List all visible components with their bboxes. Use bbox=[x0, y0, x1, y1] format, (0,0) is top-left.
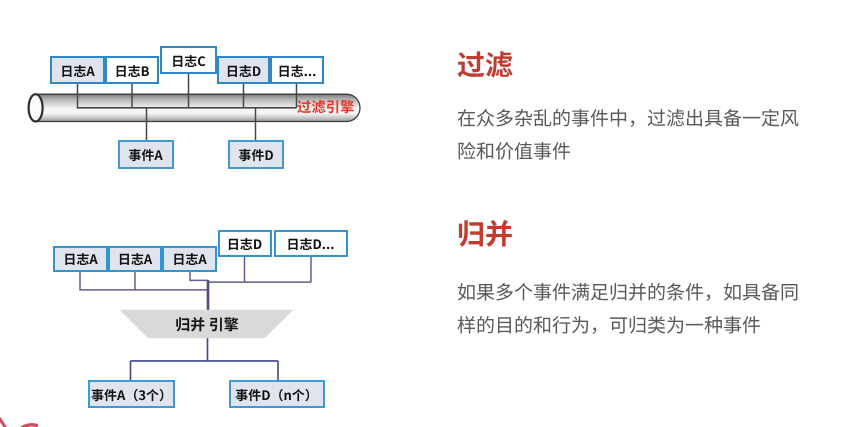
filter-section-title: 过滤 bbox=[457, 44, 514, 84]
filter-input-box-log-c: 日志C bbox=[160, 46, 217, 74]
merge-section-title: 归并 bbox=[457, 213, 514, 253]
filter-input-box-log-b: 日志B bbox=[105, 56, 159, 84]
filter-input-box-log-etc: 日志... bbox=[270, 56, 324, 84]
filter-connectors bbox=[76, 74, 298, 141]
merge-output-connectors bbox=[129, 338, 279, 380]
merge-input-box-log-a3: 日志A bbox=[162, 246, 217, 272]
filter-input-box-log-d: 日志D bbox=[217, 56, 270, 84]
merge-engine-label: 归并 引擎 bbox=[175, 313, 239, 335]
merge-engine-trapezoid bbox=[119, 309, 294, 339]
merge-input-box-log-a2: 日志A bbox=[108, 246, 162, 272]
filter-output-box-event-d: 事件D bbox=[228, 140, 284, 169]
filter-input-box-log-a: 日志A bbox=[50, 56, 105, 84]
filter-engine-label: 过滤引擎 bbox=[297, 97, 355, 117]
merge-section-description: 如果多个事件满足归并的条件，如具备同样的目的和行为，可归类为一种事件 bbox=[457, 278, 800, 338]
merge-input-box-log-d-etc: 日志D... bbox=[273, 230, 348, 257]
merge-input-box-log-a1: 日志A bbox=[53, 246, 108, 272]
merge-input-box-log-d: 日志D bbox=[217, 230, 272, 257]
merge-connectors bbox=[79, 257, 312, 311]
filter-section-description: 在众多杂乱的事件中，过滤出具备一定风险和价值事件 bbox=[457, 104, 800, 164]
merge-output-box-event-a: 事件A（3个） bbox=[88, 380, 175, 408]
red-pen-scribble bbox=[0, 417, 39, 427]
filter-output-box-event-a: 事件A bbox=[117, 140, 174, 169]
merge-output-box-event-d: 事件D（n个） bbox=[228, 380, 325, 408]
pipe-left-opening bbox=[27, 93, 44, 123]
